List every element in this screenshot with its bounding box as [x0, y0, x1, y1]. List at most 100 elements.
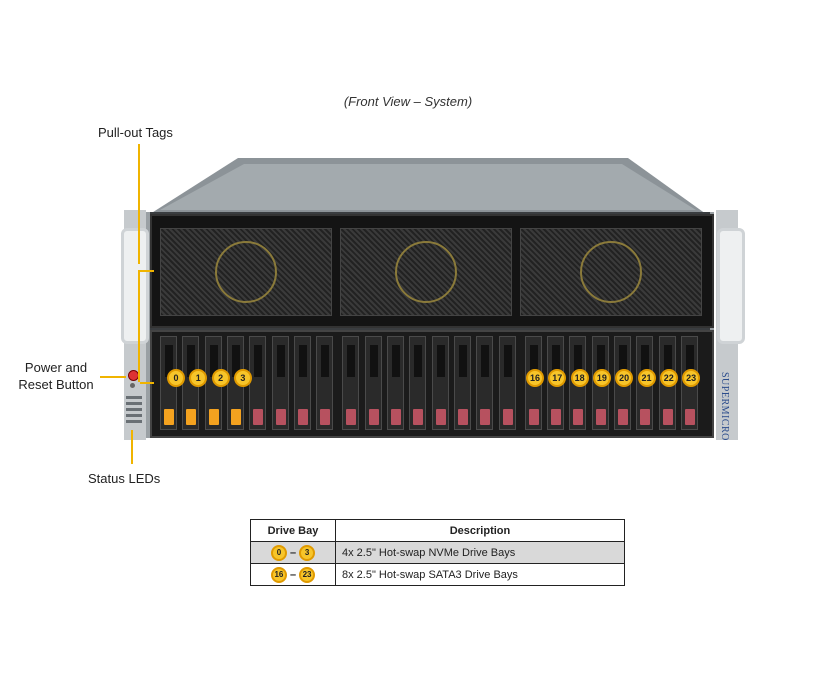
bay-badge: 0 — [270, 544, 287, 561]
bay-number-badge: 18 — [570, 369, 589, 387]
drive-tray[interactable] — [498, 336, 516, 430]
tray-latch[interactable] — [275, 409, 286, 425]
tray-vent — [298, 345, 307, 377]
tray-vent — [231, 345, 240, 377]
tray-vent — [529, 345, 538, 377]
bay-number-badge: 17 — [548, 369, 567, 387]
legend-header-row: Drive Bay Description — [250, 519, 625, 542]
legend-row-sata: 16–23 8x 2.5" Hot-swap SATA3 Drive Bays — [250, 563, 625, 586]
bay-number-badge: 1 — [189, 369, 208, 387]
tray-latch[interactable] — [391, 409, 401, 425]
tray-latch[interactable] — [640, 409, 651, 425]
legend-header-description: Description — [335, 519, 625, 542]
power-reset-label: Power and Reset Button — [18, 360, 94, 392]
drive-tray[interactable] — [364, 336, 382, 430]
tray-latch[interactable] — [528, 409, 539, 425]
tray-vent — [369, 345, 378, 377]
tray-vent — [254, 345, 263, 377]
tray-vent — [503, 345, 512, 377]
tray-vent — [552, 345, 561, 377]
bay-number-badge: 21 — [637, 369, 656, 387]
bay-number-badge: 20 — [615, 369, 634, 387]
bay-badge: 3 — [299, 544, 316, 561]
drive-tray[interactable] — [409, 336, 427, 430]
bay-badge: 16 — [270, 566, 287, 583]
tray-vent — [458, 345, 467, 377]
tray-vent — [347, 345, 356, 377]
bay-number-badge: 23 — [682, 369, 701, 387]
tray-vent — [392, 345, 400, 377]
tray-latch[interactable] — [480, 409, 491, 425]
tray-latch[interactable] — [413, 409, 424, 425]
range-dash: – — [289, 568, 297, 581]
tray-vent — [641, 345, 650, 377]
bay-number-badge: 0 — [167, 369, 185, 387]
legend-description: 8x 2.5" Hot-swap SATA3 Drive Bays — [335, 563, 625, 586]
tray-latch[interactable] — [230, 409, 241, 425]
brand-logo: SUPERMICRO — [719, 372, 730, 441]
legend-row-nvme: 0–3 4x 2.5" Hot-swap NVMe Drive Bays — [250, 541, 625, 564]
drive-tray[interactable] — [293, 336, 311, 430]
legend-header-drive-bay: Drive Bay — [250, 519, 336, 542]
tray-vent — [209, 345, 218, 377]
drive-tray[interactable] — [476, 336, 494, 430]
drive-tray[interactable] — [271, 336, 289, 430]
tray-latch[interactable] — [186, 409, 197, 425]
tray-latch[interactable] — [573, 409, 584, 425]
right-handle[interactable] — [717, 228, 745, 344]
bay-number-badge: 2 — [211, 369, 230, 387]
bay-number-badge: 22 — [659, 369, 678, 387]
left-handle[interactable] — [121, 228, 149, 344]
fan-module-2 — [340, 228, 512, 316]
drive-tray[interactable] — [316, 336, 334, 430]
tray-latch[interactable] — [320, 409, 331, 425]
tray-latch[interactable] — [457, 409, 468, 425]
pull-out-tags-leader-lower — [138, 272, 140, 382]
drive-tray[interactable] — [431, 336, 449, 430]
status-led-panel — [126, 396, 142, 426]
tray-latch[interactable] — [164, 409, 174, 425]
bay-badge: 23 — [299, 566, 316, 583]
tray-latch[interactable] — [297, 409, 308, 425]
status-leds-label: Status LEDs — [88, 471, 161, 486]
bay-number-badge: 19 — [592, 369, 611, 387]
tray-latch[interactable] — [684, 409, 695, 425]
pull-out-tags-label: Pull-out Tags — [98, 125, 173, 140]
tray-vent — [436, 345, 445, 377]
tray-latch[interactable] — [662, 409, 673, 425]
pull-out-tags-leader — [138, 144, 140, 264]
drive-tray[interactable] — [249, 336, 267, 430]
status-leds-leader — [131, 430, 133, 464]
fan-bay — [150, 214, 714, 328]
pull-out-tags-leader-h — [138, 270, 154, 272]
tray-latch[interactable] — [595, 409, 606, 425]
tray-latch[interactable] — [208, 409, 219, 425]
tray-vent — [663, 345, 672, 377]
drive-tray[interactable] — [453, 336, 471, 430]
tray-vent — [685, 345, 694, 377]
tray-latch[interactable] — [502, 409, 513, 425]
drive-bay-legend-table: Drive Bay Description 0–3 4x 2.5" Hot-sw… — [250, 519, 625, 586]
tray-vent — [481, 345, 490, 377]
legend-bay-range: 0–3 — [250, 541, 336, 564]
tray-vent — [165, 345, 173, 377]
power-reset-leader — [100, 376, 126, 378]
drive-tray[interactable] — [387, 336, 404, 430]
tray-vent — [619, 345, 627, 377]
tray-latch[interactable] — [435, 409, 446, 425]
legend-bay-range: 16–23 — [250, 563, 336, 586]
tray-latch[interactable] — [253, 409, 264, 425]
drive-tray[interactable] — [342, 336, 360, 430]
tray-latch[interactable] — [618, 409, 628, 425]
tray-latch[interactable] — [551, 409, 562, 425]
pull-out-tags-leader-lower-h — [140, 382, 154, 384]
tray-latch[interactable] — [346, 409, 357, 425]
legend-description: 4x 2.5" Hot-swap NVMe Drive Bays — [335, 541, 625, 564]
bay-number-badge: 3 — [233, 369, 252, 387]
tray-vent — [187, 345, 196, 377]
tray-vent — [276, 345, 285, 377]
range-dash: – — [289, 546, 297, 559]
tray-latch[interactable] — [368, 409, 379, 425]
reset-button[interactable] — [130, 383, 135, 388]
figure-caption: (Front View – System) — [343, 94, 473, 109]
